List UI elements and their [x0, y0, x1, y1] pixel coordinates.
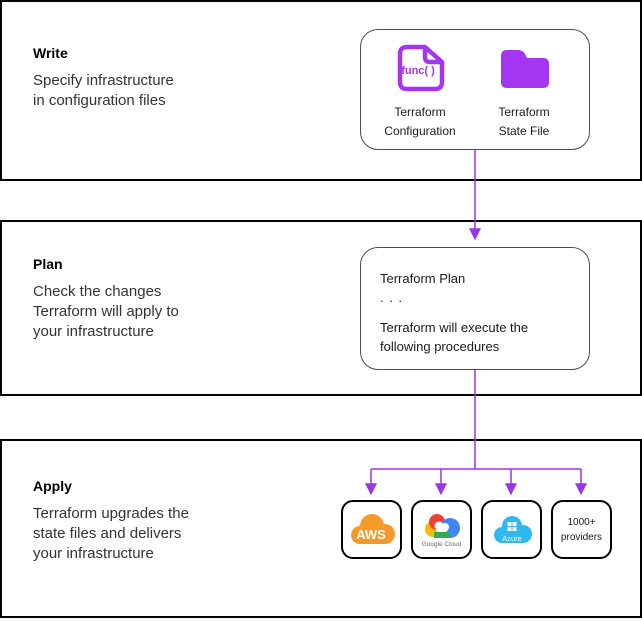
terraform-configuration-label: Terraform Configuration	[384, 105, 456, 138]
apply-stage-description: Terraform upgrades the state files and d…	[33, 505, 189, 562]
providers-word-label: providers	[560, 531, 603, 543]
azure-cloud-icon: Azure	[493, 515, 532, 543]
plan-stage-description: Check the changes Terraform will apply t…	[33, 283, 179, 340]
provider-google-cloud-node: Google Cloud	[411, 500, 472, 559]
plan-stage-title: Plan	[33, 256, 63, 272]
plan-box-ellipsis: . . .	[380, 290, 404, 305]
google-cloud-label: Google Cloud	[421, 540, 462, 548]
write-stage-description: Specify infrastructure in configuration …	[33, 72, 174, 109]
terraform-state-file-label: Terraform State File	[498, 105, 550, 138]
write-stage-title: Write	[33, 45, 68, 61]
azure-label: Azure	[502, 534, 522, 543]
google-cloud-icon	[424, 513, 460, 538]
apply-stage-title: Apply	[33, 478, 72, 494]
provider-other-node: 1000+ providers	[551, 500, 612, 559]
provider-azure-node: Azure	[481, 500, 542, 559]
windows-logo-icon	[507, 521, 516, 531]
providers-count-label: 1000+	[567, 516, 596, 528]
plan-box-body: Terraform will execute the following pro…	[380, 320, 529, 354]
provider-aws-node: AWS	[341, 500, 402, 559]
plan-box-title: Terraform Plan	[380, 271, 466, 286]
terraform-plan-node	[360, 247, 590, 370]
aws-label: AWS	[356, 527, 386, 542]
aws-cloud-icon: AWS	[350, 513, 395, 544]
